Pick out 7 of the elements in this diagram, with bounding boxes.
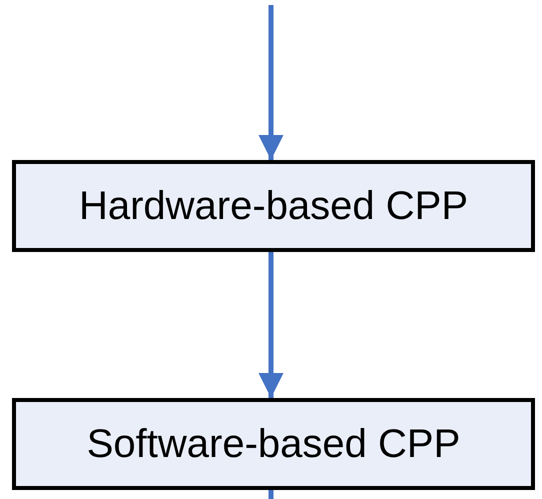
arrow xyxy=(258,5,284,160)
connector-line xyxy=(268,490,274,499)
process-box xyxy=(12,398,535,490)
box-label: Hardware-based CPP xyxy=(78,184,468,228)
arrow xyxy=(258,252,284,398)
box-label: Software-based CPP xyxy=(86,422,460,466)
process-box xyxy=(12,160,535,252)
